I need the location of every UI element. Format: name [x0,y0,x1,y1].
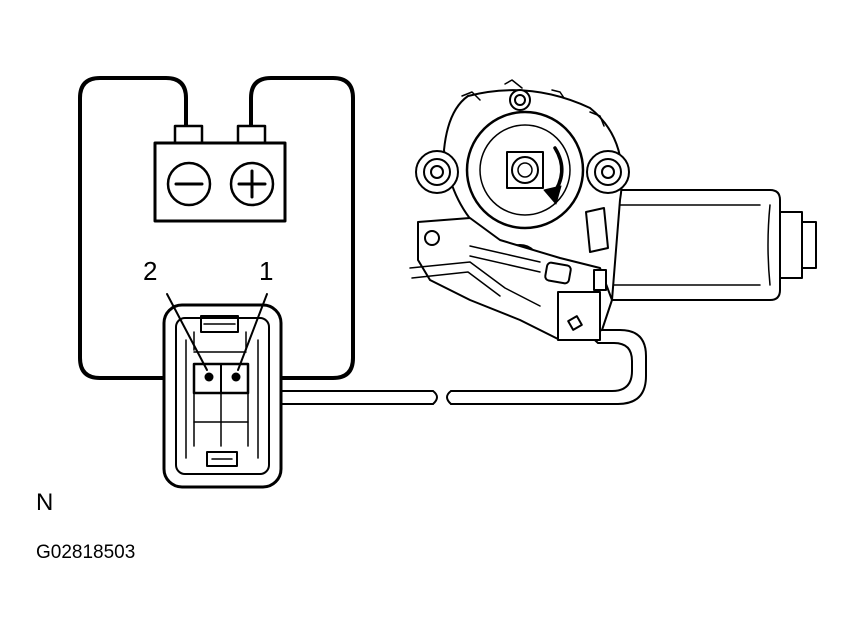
battery [155,126,285,221]
pin-1-label: 1 [259,256,274,286]
motor-housing [612,190,780,300]
battery-body [155,143,285,221]
motor-connector [164,305,281,487]
clockwise-arrow-icon [544,148,562,204]
battery-terminal-positive [238,126,265,143]
minus-terminal-icon [168,163,210,205]
figure-id: G02818503 [36,542,136,563]
battery-terminal-negative [175,126,202,143]
pin-2-label: 2 [143,256,158,286]
wire-harness [281,318,646,404]
pin-2-terminal [204,372,214,382]
motor-end-cap [780,212,802,278]
pin-1-terminal [231,372,241,382]
pin-2-leader [167,294,207,370]
pin-1-leader [238,294,267,370]
figure-marker: N [36,489,54,516]
window-regulator-motor [410,80,816,340]
plus-terminal-icon [231,163,273,205]
